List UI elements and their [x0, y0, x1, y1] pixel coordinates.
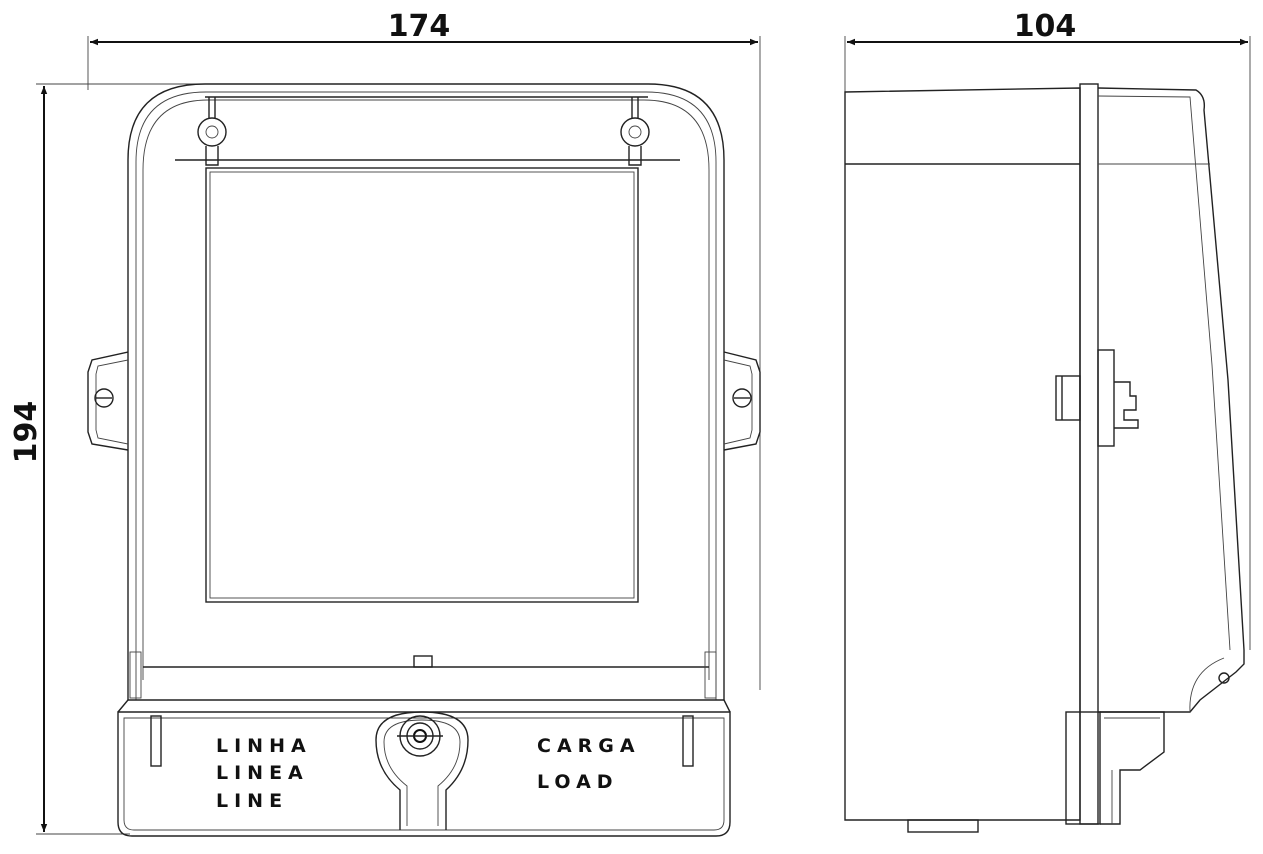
cover-slot-right — [682, 715, 694, 767]
base-body — [844, 87, 1081, 821]
label-linea: LINEA — [216, 762, 309, 784]
terminal-cover-side — [1065, 711, 1101, 825]
mounting-ear-left — [87, 351, 129, 451]
side-view — [844, 83, 1245, 833]
hanging-screw-left-icon — [197, 97, 227, 166]
dimension-width: 174 — [87, 9, 761, 690]
width-dimension-label: 174 — [388, 9, 451, 44]
dimension-depth: 104 — [844, 9, 1251, 650]
mounting-ear-right — [723, 351, 761, 451]
terminal-cover — [117, 711, 731, 837]
label-carga: CARGA — [537, 735, 641, 757]
front-view: LINHA LINEA LINE CARGA LOAD — [87, 83, 761, 837]
hanging-screw-right-icon — [620, 97, 650, 166]
label-line: LINE — [216, 790, 288, 812]
cover-slot-left — [150, 715, 162, 767]
dimension-height: 194 — [9, 83, 205, 835]
latch-tab — [413, 655, 433, 668]
hinge-pin-icon — [1218, 672, 1230, 684]
sealing-screw-icon — [375, 711, 469, 830]
display-window — [205, 167, 639, 603]
flange — [1079, 83, 1099, 825]
height-dimension-label: 194 — [9, 401, 44, 464]
depth-dimension-label: 104 — [1014, 9, 1077, 44]
front-cover-side — [1097, 87, 1245, 713]
label-linha: LINHA — [216, 735, 312, 757]
label-load: LOAD — [537, 771, 619, 793]
side-clip — [1055, 349, 1139, 447]
